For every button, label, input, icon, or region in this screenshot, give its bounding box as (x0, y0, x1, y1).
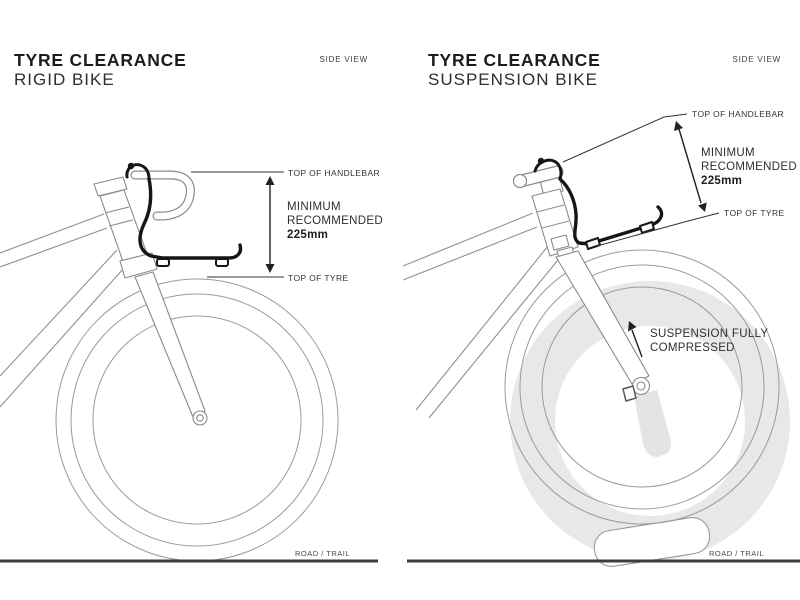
ghost-tyre-ring (510, 281, 790, 561)
spacer-line (104, 206, 130, 214)
down-tube-line (415, 245, 549, 411)
ground-line (0, 559, 378, 563)
tyre-leader-line (596, 212, 720, 247)
stem-cap (93, 176, 128, 197)
suspension-side-view-label: SIDE VIEW (732, 55, 781, 64)
rim-outline (92, 315, 302, 525)
tyre-inner-outline (519, 264, 765, 510)
rigid-panel-title: TYRE CLEARANCE (14, 50, 187, 70)
rigid-fork-assembly (93, 176, 208, 426)
top-of-handlebar-label: TOP OF HANDLEBAR (288, 168, 380, 178)
harness-foot (639, 221, 655, 234)
harness-foot (156, 258, 170, 267)
harness-hook (125, 163, 151, 181)
suspension-dimension: TOP OF HANDLEBAR MINIMUM RECOMMENDED 225… (562, 109, 797, 247)
rigid-dimension: TOP OF HANDLEBAR MINIMUM RECOMMENDED 225… (191, 168, 383, 283)
ground-line (407, 559, 800, 563)
handlebar-fill (131, 171, 194, 220)
ghost-fork-leg (634, 390, 671, 457)
crown-band (541, 220, 570, 229)
axle-lever (622, 385, 637, 402)
handlebar-fill (515, 166, 563, 187)
spacer-line (108, 219, 134, 227)
road-trail-label: ROAD / TRAIL (295, 549, 350, 558)
rigid-bike-panel: TYRE CLEARANCE RIGID BIKE SIDE VIEW (0, 50, 383, 563)
suspension-front-wheel (504, 249, 780, 525)
arrowhead-up (674, 121, 683, 131)
crown-band (536, 204, 565, 213)
fork-lower-leg (555, 250, 650, 385)
minimum-label-line1: MINIMUM (701, 147, 755, 159)
suspension-harness (533, 157, 664, 250)
harness-hook (533, 158, 563, 181)
rigid-harness (125, 162, 243, 267)
tyre-outer-outline (504, 249, 780, 525)
minimum-label-line2: RECOMMENDED (701, 161, 797, 173)
suspension-note: SUSPENSION FULLY COMPRESSED (628, 321, 768, 358)
suspension-panel-subtitle: SUSPENSION BIKE (428, 70, 598, 89)
harness-foot (215, 258, 229, 267)
minimum-value: 225mm (287, 229, 328, 241)
arrowhead-up (265, 176, 275, 185)
suspension-frame-tubes (402, 212, 563, 419)
harness-cradle (558, 177, 664, 246)
harness-cradle (138, 177, 243, 260)
down-tube-line (428, 254, 563, 419)
hub-axle (636, 381, 646, 391)
arrowhead-down (265, 264, 275, 273)
minimum-label-line2: RECOMMENDED (287, 215, 383, 227)
minimum-value: 225mm (701, 175, 742, 187)
ghost-uncompressed-wheel (510, 281, 790, 561)
harness-foot (585, 237, 601, 250)
top-tube-line (0, 227, 108, 268)
top-of-handlebar-label: TOP OF HANDLEBAR (692, 109, 784, 119)
tyre-inner-outline (70, 293, 324, 547)
rigid-frame-tubes (0, 213, 133, 408)
top-of-tyre-label: TOP OF TYRE (724, 208, 785, 218)
top-tube-line (0, 213, 105, 254)
suspension-note-line1: SUSPENSION FULLY (650, 328, 768, 340)
top-tube-line (402, 226, 538, 281)
fork-crown (119, 252, 158, 279)
drop-handlebar (130, 170, 195, 221)
suspension-panel-title: TYRE CLEARANCE (428, 50, 601, 70)
rigid-side-view-label: SIDE VIEW (319, 55, 368, 64)
suspension-arrow (631, 329, 643, 358)
suspension-bike-panel: TYRE CLEARANCE SUSPENSION BIKE SIDE VIEW (402, 50, 800, 567)
dimension-arrow (678, 128, 702, 204)
top-tube-line (402, 212, 534, 267)
down-tube-line (0, 249, 118, 377)
down-tube-line (0, 258, 133, 408)
stanchion-clamp (550, 234, 570, 251)
suspension-note-line2: COMPRESSED (650, 342, 735, 354)
hub-axle (196, 414, 204, 422)
rigid-panel-subtitle: RIGID BIKE (14, 70, 115, 89)
fork-blade (134, 271, 206, 418)
minimum-label-line1: MINIMUM (287, 201, 341, 213)
rim-outline (541, 286, 743, 488)
arrowhead-up (628, 321, 637, 332)
suspension-fork-assembly (531, 171, 651, 402)
handlebar-end-cap (512, 173, 528, 189)
flat-handlebar (512, 165, 564, 189)
road-trail-label: ROAD / TRAIL (709, 549, 764, 558)
arrowhead-down (698, 202, 707, 212)
handlebar-leader-line (562, 113, 688, 163)
top-of-tyre-label: TOP OF TYRE (288, 273, 349, 283)
